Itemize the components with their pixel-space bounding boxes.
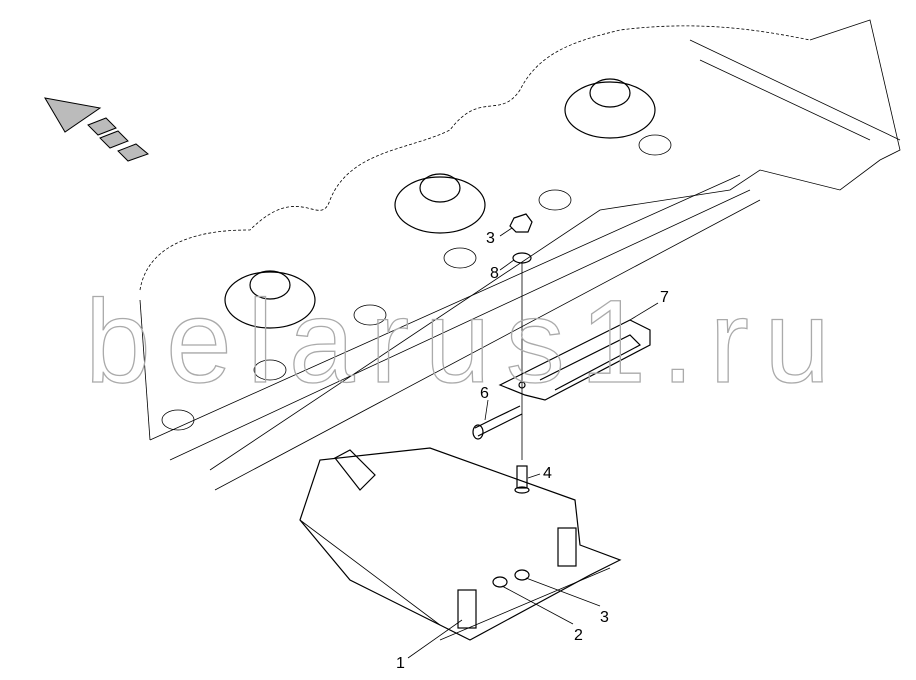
cutter-bar — [139, 19, 901, 491]
cutting-disc-3 — [564, 78, 656, 139]
direction-arrow-icon — [44, 97, 149, 162]
callout-leaders — [407, 227, 659, 659]
bolt-part-4 — [514, 465, 530, 494]
callout-7: 7 — [660, 289, 669, 306]
callout-3-nut: 3 — [486, 230, 495, 247]
callout-3-washer: 3 — [600, 609, 609, 626]
cutting-disc-1 — [224, 270, 316, 329]
callout-2: 2 — [574, 627, 583, 644]
callout-4: 4 — [543, 465, 552, 482]
callout-6: 6 — [480, 385, 489, 402]
callout-8: 8 — [490, 265, 499, 282]
callout-1: 1 — [396, 655, 405, 672]
bolt-part-6 — [472, 405, 523, 440]
watermark: belarus1.ru — [85, 276, 830, 408]
cutting-disc-2 — [394, 173, 486, 234]
nut-part-3 — [509, 213, 533, 233]
bearing-rings — [161, 134, 672, 431]
shield-part-1 — [299, 447, 622, 641]
